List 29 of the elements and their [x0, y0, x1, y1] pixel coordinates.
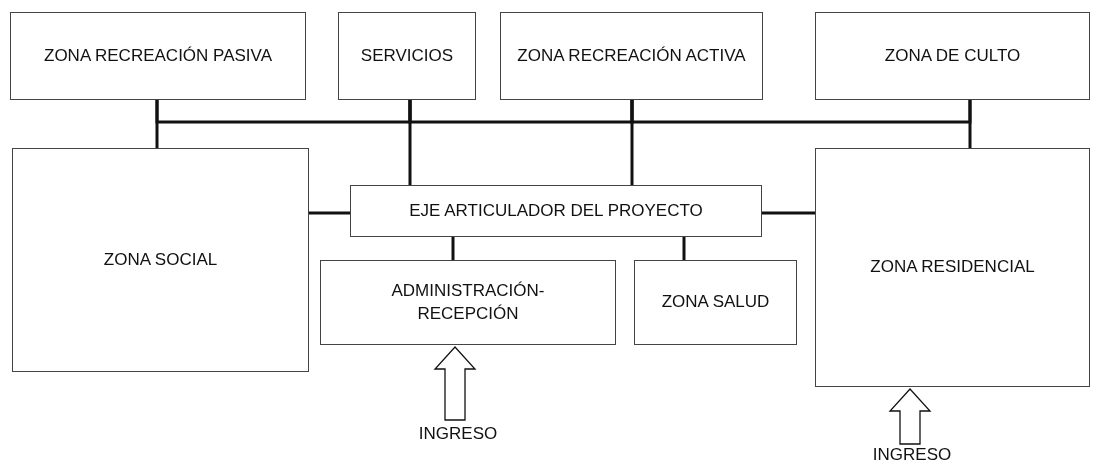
connector-line	[408, 100, 634, 124]
entrance-arrow	[433, 346, 477, 421]
zone-box	[320, 260, 616, 345]
zone-label: ZONA RECREACIÓN PASIVA	[44, 44, 272, 67]
zone-box	[815, 12, 1090, 100]
connector-line	[682, 237, 686, 260]
zone-box	[338, 12, 476, 100]
zone-box	[815, 148, 1090, 387]
zone-label: ZONA SALUD	[661, 291, 770, 314]
connector-line	[451, 237, 455, 260]
connector-line	[630, 100, 972, 124]
entrance-label: INGRESO	[410, 422, 506, 446]
zone-label: ZONA DE CULTO	[884, 44, 1021, 67]
zone-label: ZONA RECREACIÓN ACTIVA	[517, 44, 746, 67]
zone-box	[12, 148, 309, 372]
zone-label: SERVICIOS	[360, 44, 454, 67]
zone-label: EJE ARTICULADOR DEL PROYECTO	[409, 199, 703, 222]
zone-label: ZONA RESIDENCIAL	[870, 256, 1035, 279]
zone-box	[350, 185, 762, 237]
zone-box	[634, 260, 797, 345]
connector-line	[155, 100, 412, 124]
connector-line	[762, 211, 815, 215]
zone-box	[10, 12, 306, 100]
entrance-arrow	[888, 388, 932, 445]
entrance-label: INGRESO	[864, 446, 960, 465]
zone-label: ADMINISTRACIÓN- RECEPCIÓN	[390, 279, 546, 325]
zone-box	[500, 12, 763, 100]
zone-label: ZONA SOCIAL	[103, 248, 218, 271]
connector-line	[309, 211, 350, 215]
